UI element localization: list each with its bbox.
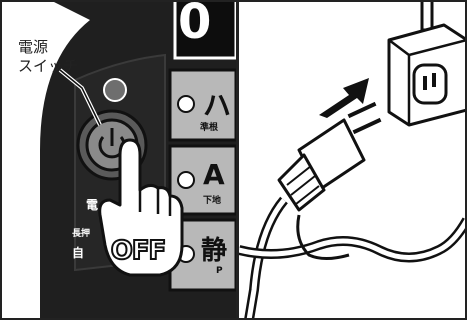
insert-arrow-icon (319, 78, 369, 118)
pointing-hand-icon (98, 138, 184, 277)
mode-1-label: ハ (203, 89, 232, 122)
panel-divider (236, 0, 239, 320)
panel-text-dian: 電 (86, 198, 99, 212)
digit-display (173, 0, 236, 60)
power-plug-icon (277, 101, 382, 212)
indicator-led (103, 78, 127, 102)
mode-2-label: A (203, 158, 225, 191)
mode-3-sub: P (216, 266, 223, 276)
wall-outlet-icon (387, 23, 467, 127)
display-digit: 0 (178, 0, 212, 50)
callout-line-2: スイッチ (18, 57, 79, 75)
plug-drawing (239, 0, 467, 320)
power-switch-callout: 電源 スイッチ (18, 38, 108, 76)
off-status-label: OFF (110, 235, 168, 267)
control-panel-illustration: 電源 スイッチ 0 ハ 準根 A 下地 静 P 電 長押 自 OFF (18, 0, 236, 320)
callout-line-1: 電源 (18, 38, 49, 56)
plug-illustration (239, 0, 467, 320)
mode-1-sub: 準根 (200, 123, 219, 133)
panel-text-zi: 自 (72, 246, 85, 260)
control-panel-drawing (40, 0, 236, 320)
mode-3-label: 静 (201, 236, 228, 266)
mode-2-sub: 下地 (203, 196, 222, 206)
panel-text-long-press: 長押 (72, 229, 91, 239)
